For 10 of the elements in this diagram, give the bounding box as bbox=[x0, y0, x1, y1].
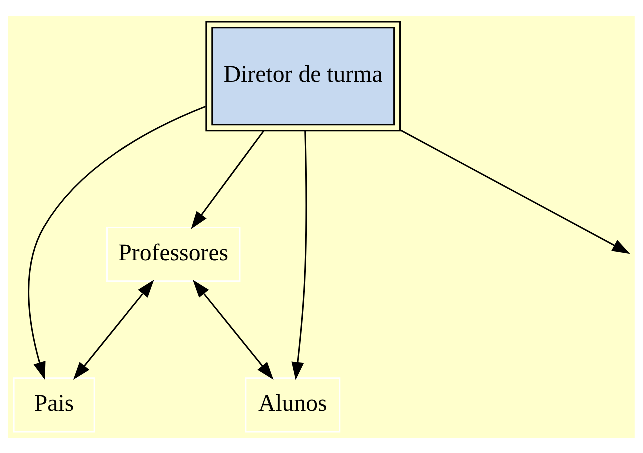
arrow bbox=[400, 129, 630, 254]
arrow bbox=[73, 280, 154, 380]
node-box: Alunos bbox=[245, 377, 341, 432]
arrow bbox=[28, 105, 206, 380]
arrow bbox=[292, 130, 308, 380]
node-box: Pais bbox=[13, 377, 96, 432]
node-box: Professores bbox=[106, 226, 241, 282]
arrow bbox=[191, 130, 265, 229]
node-box: Diretor de turma bbox=[206, 20, 401, 132]
arrow bbox=[192, 280, 274, 380]
